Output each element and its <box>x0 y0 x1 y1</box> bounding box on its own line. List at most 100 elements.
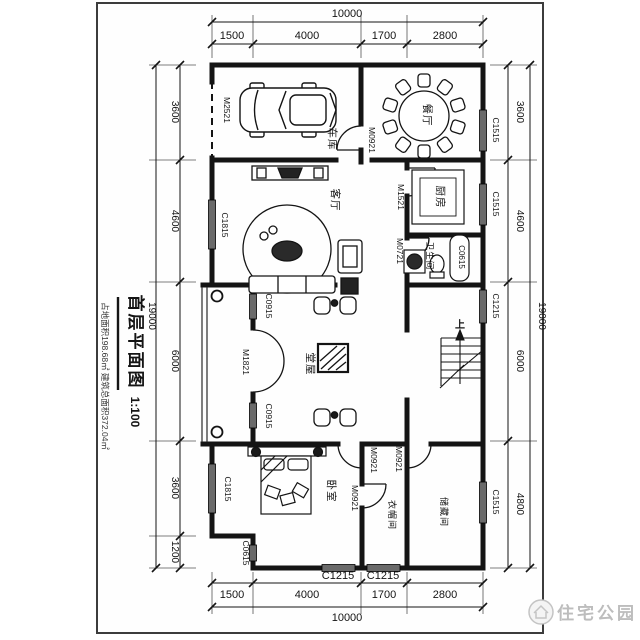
dim-right: 3600 4600 6000 4800 19000 <box>514 101 547 516</box>
dim-top-seg3: 1700 <box>372 30 396 42</box>
room-label-garage: 车库 <box>326 128 339 151</box>
dimension-lines <box>155 21 531 608</box>
door-bedroom <box>337 443 363 469</box>
speaker-left <box>256 167 267 179</box>
windows <box>208 109 487 572</box>
dim-top-seg1: 1500 <box>220 30 244 42</box>
drawing-scale: 1:100 <box>128 397 142 428</box>
bottom-window-label-1: C1215 <box>322 570 354 582</box>
room-label-bath: 卫生间 <box>425 242 435 271</box>
window-dining <box>479 109 487 152</box>
window-bottom-cloak <box>366 564 401 572</box>
brand-name: 住宅公园 <box>557 603 637 623</box>
drawing-title: 首层平面图 <box>126 295 146 390</box>
dim-right-seg4: 4800 <box>514 493 525 516</box>
sofa <box>248 275 336 294</box>
title-block: 首层平面图 1:100 占地面积198.68㎡ 建筑总面积372.04㎡ <box>100 295 146 451</box>
dim-bottom-seg2: 4000 <box>295 589 319 601</box>
window-stairs <box>479 289 487 324</box>
coffee-table <box>271 240 303 262</box>
label-win-hall-bottom: C0915 <box>264 403 274 428</box>
label-win-dining: C1515 <box>491 117 501 142</box>
room-label-hall: 堂屋 <box>304 353 316 376</box>
window-bedroom <box>208 463 216 514</box>
dining-set <box>382 73 466 159</box>
dim-left-seg4: 3600 <box>169 477 180 500</box>
room-label-cloak: 衣帽间 <box>387 500 398 530</box>
dim-right-seg2: 4600 <box>514 210 525 233</box>
dim-top: 10000 1500 4000 1700 2800 <box>220 8 457 42</box>
car <box>239 82 337 138</box>
dim-left-seg2: 4600 <box>169 210 180 233</box>
door-dining <box>336 125 362 151</box>
tv <box>277 167 303 179</box>
label-kitchen-door: M1521 <box>396 184 406 210</box>
bedside-lamp-right <box>312 446 324 458</box>
window-step <box>249 544 257 562</box>
dim-right-seg3: 6000 <box>514 350 525 373</box>
room-label-living: 客厅 <box>329 189 342 212</box>
house-icon <box>533 604 549 619</box>
label-storage-door: M0921 <box>394 446 404 472</box>
label-win-step: C0615 <box>241 540 251 565</box>
stairs-arrow-head <box>455 328 465 341</box>
room-label-storage: 储藏间 <box>439 497 450 527</box>
cushion-1 <box>263 484 282 500</box>
hall-chair-1 <box>313 296 331 315</box>
hall-chair-3 <box>313 408 331 427</box>
dim-left-total: 19000 <box>146 302 157 330</box>
label-hall-door: M1821 <box>241 349 251 375</box>
bathtub <box>449 234 470 282</box>
dim-top-seg2: 4000 <box>295 30 319 42</box>
room-label-bedroom: 卧室 <box>325 480 338 503</box>
kitchen-set <box>411 169 465 225</box>
brand-logo-icon <box>528 599 554 625</box>
label-win-kitchen: C1515 <box>491 191 501 216</box>
label-tub: C0615 <box>457 245 466 269</box>
dim-bottom-seg3: 1700 <box>372 589 396 601</box>
bedroom-set <box>247 446 327 515</box>
window-storage <box>479 481 487 524</box>
label-win-stairs: C1215 <box>491 293 501 318</box>
plant <box>340 277 359 295</box>
label-win-bedroom: C1815 <box>223 476 233 501</box>
label-win-living: C1815 <box>220 212 230 237</box>
hall-set <box>313 296 357 427</box>
label-dining-door: M0921 <box>367 127 377 153</box>
opening-labels: M2521 C1815 C0915 M1821 C0915 C1815 C061… <box>220 97 501 566</box>
dim-top-seg4: 2800 <box>433 30 457 42</box>
window-living <box>208 199 216 250</box>
dim-left-seg5: 1200 <box>169 541 180 564</box>
label-bath-door: M0721 <box>395 238 405 264</box>
watermark: 住宅公园 <box>528 599 637 625</box>
stairs <box>439 328 484 389</box>
kitchen-counter-inner <box>419 177 457 217</box>
window-hall-top <box>249 293 257 320</box>
label-garage-door: M2521 <box>222 97 232 123</box>
label-cloak-door: M0921 <box>350 485 360 511</box>
room-label-dining: 餐厅 <box>421 104 434 127</box>
door-hall-double <box>252 329 285 393</box>
dim-right-total: 19000 <box>536 302 547 330</box>
window-hall-bottom <box>249 402 257 429</box>
stairs-up-label: 上 <box>455 318 465 331</box>
dim-left-seg1: 3600 <box>169 101 180 124</box>
porch-column-top <box>210 289 224 303</box>
dim-left-seg3: 6000 <box>169 350 180 373</box>
dim-left: 3600 4600 6000 3600 1200 19000 <box>146 101 180 564</box>
door-storage <box>406 443 432 469</box>
cushion-2 <box>279 491 296 507</box>
room-label-kitchen: 厨房 <box>434 186 447 209</box>
living-set <box>242 165 363 295</box>
dining-table <box>398 90 450 142</box>
drawing-subtitle: 占地面积198.68㎡ 建筑总面积372.04㎡ <box>100 302 110 450</box>
dim-top-total: 10000 <box>332 8 363 20</box>
room-labels: 车库 餐厅 客厅 厨房 卫生间 堂屋 卧室 衣帽间 储藏间 <box>304 104 450 531</box>
dim-right-seg1: 3600 <box>514 101 525 124</box>
speaker-right <box>313 167 324 179</box>
window-kitchen <box>479 183 487 226</box>
label-bedroom-door: M0921 <box>369 447 379 473</box>
bath-set <box>403 234 470 282</box>
